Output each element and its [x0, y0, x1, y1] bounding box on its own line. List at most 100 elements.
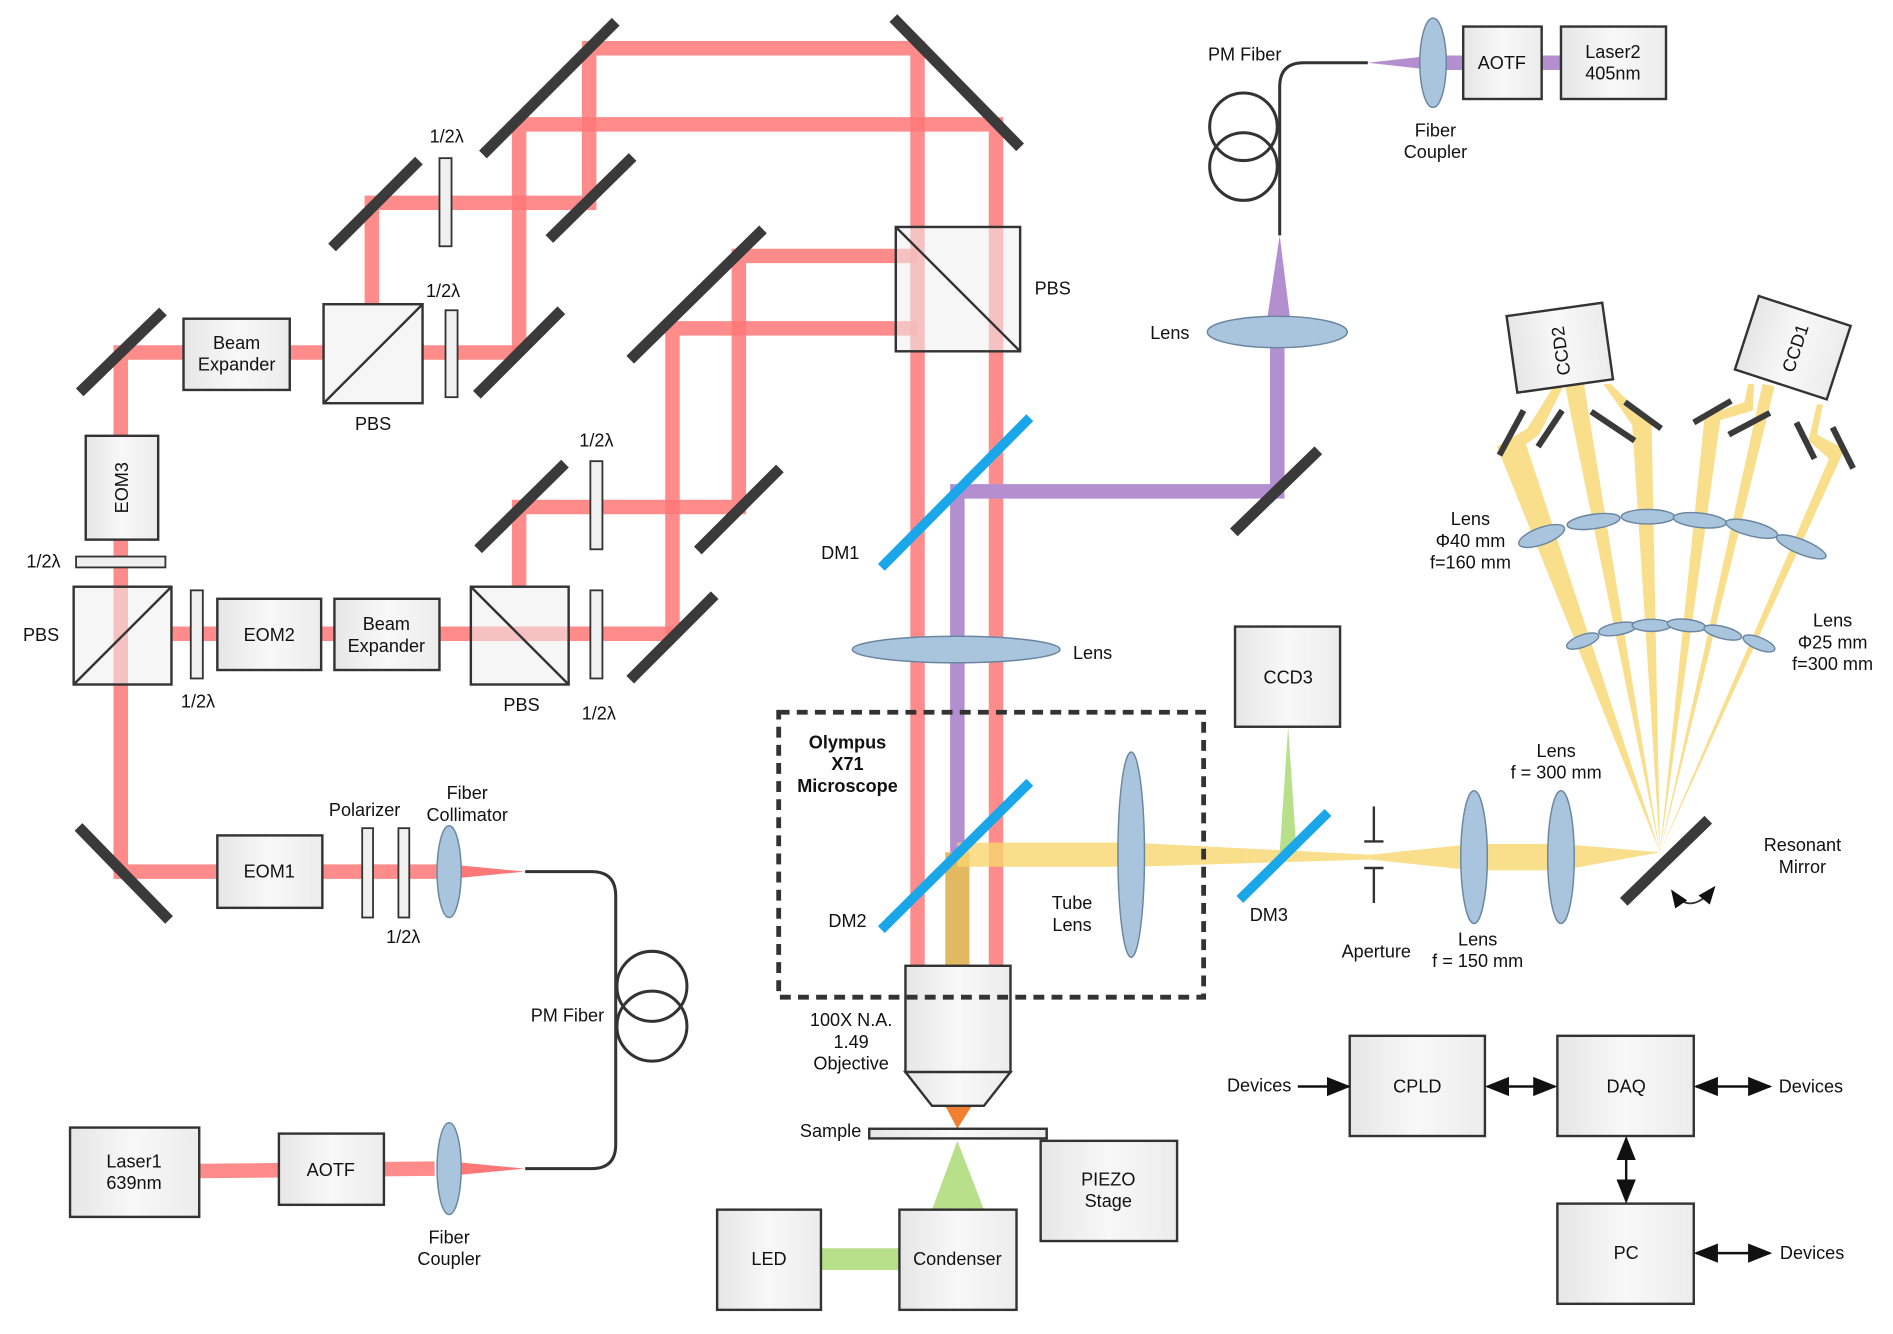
- ccd1-box: [1733, 294, 1853, 401]
- mirror: [693, 464, 784, 555]
- mirror: [1230, 446, 1323, 537]
- mirror: [328, 156, 423, 252]
- waveplates: [75, 157, 604, 919]
- aotf2-label: AOTF: [1478, 53, 1526, 73]
- pm-fiber1-label: PM Fiber: [531, 1005, 604, 1025]
- ccd3-label: CCD3: [1264, 667, 1313, 687]
- laser1-label: Laser1: [106, 1151, 161, 1171]
- svg-text:Devices: Devices: [1779, 1077, 1843, 1097]
- beam-expander-box: [182, 317, 291, 392]
- eom1-box: [216, 834, 324, 910]
- daq-label: DAQ: [1607, 1077, 1646, 1097]
- polarizer-plate: [361, 827, 374, 919]
- signal-arrows: [1297, 1076, 1773, 1263]
- aotf1-label: AOTF: [307, 1160, 355, 1180]
- svg-text:Lens: Lens: [1073, 643, 1112, 663]
- svg-text:1/2λ: 1/2λ: [582, 704, 616, 724]
- mirror: [474, 459, 569, 554]
- eom2-box: [216, 597, 323, 672]
- fiber-coupler-lens-top: [1419, 17, 1448, 109]
- svg-text:PBS: PBS: [355, 414, 391, 434]
- svg-text:Lens: Lens: [1150, 323, 1189, 343]
- led-label: LED: [751, 1249, 786, 1269]
- aotf1-box: [277, 1132, 386, 1207]
- lens-300: [1546, 790, 1575, 925]
- dm3-dichroic: [1236, 809, 1332, 903]
- emission-beam-paths: [820, 380, 1845, 1271]
- svg-text:Aperture: Aperture: [1342, 941, 1411, 961]
- objective-tip: [902, 1070, 1013, 1108]
- svg-text:DM3: DM3: [1250, 905, 1288, 925]
- lens-violet: [1206, 315, 1349, 349]
- mirror: [74, 823, 173, 924]
- aotf2-box: [1461, 25, 1543, 101]
- svg-text:1/2λ: 1/2λ: [426, 281, 460, 301]
- pbs-cubes: [72, 225, 1022, 686]
- eom2-label: EOM2: [244, 625, 295, 645]
- aperture: [1364, 806, 1384, 904]
- mirror: [75, 307, 167, 397]
- mirror: [889, 14, 1025, 152]
- svg-text:DM1: DM1: [821, 543, 859, 563]
- violet-beam-paths: [950, 55, 1561, 966]
- lens-150: [1460, 790, 1489, 925]
- svg-text:Devices: Devices: [1227, 1075, 1291, 1095]
- cpld-label: CPLD: [1393, 1077, 1441, 1097]
- piezo-box: [1039, 1139, 1179, 1243]
- condenser-box: [898, 1208, 1018, 1312]
- microscope-frame: [776, 709, 1207, 1000]
- eom3-box: [84, 434, 160, 541]
- objective-box: [904, 964, 1012, 1074]
- lenses: [436, 17, 1827, 1216]
- svg-text:1/2λ: 1/2λ: [181, 691, 215, 711]
- sample-slide: [868, 1127, 1048, 1140]
- pm-fiber: [525, 61, 1368, 1171]
- polarizer-label: Polarizer: [329, 800, 400, 820]
- laser1-box: [68, 1126, 201, 1219]
- tube-lens: [1117, 751, 1146, 959]
- condenser-label: Condenser: [913, 1249, 1002, 1269]
- mirrors: [74, 14, 1856, 924]
- svg-text:DM2: DM2: [828, 911, 866, 931]
- pm-fiber2-label: PM Fiber: [1208, 44, 1281, 64]
- svg-text:PBS: PBS: [23, 625, 59, 645]
- svg-text:Devices: Devices: [1780, 1243, 1844, 1263]
- mirror: [626, 225, 767, 364]
- svg-text:Sample: Sample: [800, 1121, 861, 1141]
- mirror: [479, 17, 620, 159]
- fiber-coupler-lens: [436, 1122, 462, 1216]
- svg-text:1/2λ: 1/2λ: [579, 431, 613, 451]
- pc-label: PC: [1614, 1243, 1639, 1263]
- dm2-dichroic: [877, 778, 1034, 934]
- svg-text:PBS: PBS: [1035, 279, 1071, 299]
- beam-expander-box: [333, 597, 441, 672]
- eom1-label: EOM1: [244, 862, 295, 882]
- pc-box: [1556, 1202, 1695, 1306]
- led-box: [715, 1208, 823, 1312]
- dm1-dichroic: [877, 414, 1034, 571]
- svg-text:1/2λ: 1/2λ: [430, 126, 464, 146]
- mirror: [545, 153, 637, 243]
- laser2-box: [1559, 25, 1668, 101]
- svg-text:1/2λ: 1/2λ: [386, 927, 420, 947]
- svg-text:PBS: PBS: [503, 695, 539, 715]
- mirror: [626, 591, 719, 684]
